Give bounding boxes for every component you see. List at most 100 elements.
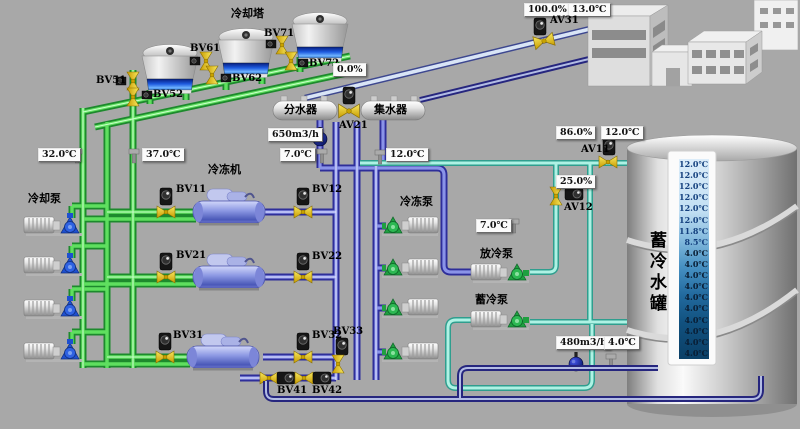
label-bv22: BV22: [312, 251, 343, 262]
label-av21: AV21: [339, 120, 368, 131]
actuator-bv32: [296, 332, 310, 351]
av31-open-pct: 100.0%: [524, 3, 571, 17]
header-return-temp: 12.0℃: [386, 148, 429, 162]
chilled-water-pipes: [240, 119, 474, 382]
label-bv72: BV72: [309, 58, 340, 69]
label-bv61: BV61: [190, 43, 221, 54]
label-av11: AV11: [581, 144, 610, 155]
tank-temp-row: 4.0℃: [684, 270, 708, 281]
actuator-bv61: [189, 56, 201, 66]
actuator-bv22: [296, 252, 310, 271]
valve-bv42[interactable]: [294, 371, 314, 385]
valve-bv62[interactable]: [205, 65, 219, 85]
tank-temp-row: 4.0℃: [684, 281, 708, 292]
tank-temp-row: 11.8℃: [679, 225, 709, 236]
tank-temp-row: 12.0℃: [679, 203, 709, 214]
actuator-bv52: [141, 90, 153, 100]
valve-av21[interactable]: [338, 103, 360, 119]
collector-vessel[interactable]: [360, 95, 426, 121]
label-bv12: BV12: [312, 184, 343, 195]
tank-loop-pipes: [360, 160, 656, 391]
valve-bv22[interactable]: [293, 270, 313, 284]
label-bv62: BV62: [232, 73, 263, 84]
distributor-label: 分水器: [284, 103, 317, 116]
chilled-pump-4[interactable]: [382, 343, 438, 362]
valve-bv51[interactable]: [126, 71, 140, 91]
chilled-pump-2[interactable]: [382, 259, 438, 278]
valve-av11[interactable]: [598, 155, 618, 169]
valve-bv52[interactable]: [126, 87, 140, 107]
discharge-pump[interactable]: [471, 264, 529, 283]
distributor-vessel[interactable]: [272, 95, 338, 121]
tank-temp-row: 4.0℃: [684, 314, 708, 325]
tank-name: 蓄冷水罐: [646, 231, 666, 315]
chilled-pump-3[interactable]: [382, 299, 438, 318]
tank-temp-row: 12.0℃: [679, 214, 709, 225]
chillers-label: 冷冻机: [208, 163, 241, 176]
tank-temp-row: 12.0℃: [679, 181, 709, 192]
label-bv41: BV41: [277, 385, 308, 396]
mid-supply-temp: 7.0℃: [476, 219, 512, 233]
av21-open-pct: 0.0%: [333, 63, 367, 77]
tank-temp-row: 4.0℃: [684, 336, 708, 347]
tank-temp-row: 4.0℃: [684, 325, 708, 336]
label-bv11: BV11: [176, 184, 207, 195]
tank-temp-row: 12.0℃: [679, 170, 709, 181]
actuator-bv62: [220, 73, 232, 83]
tank-temp-row: 8.5℃: [684, 236, 708, 247]
actuator-bv42: [312, 371, 332, 385]
cooling-supply-temp: 32.0℃: [38, 148, 81, 162]
city-supply-temp: 13.0℃: [568, 3, 611, 17]
tank-temp-row: 4.0℃: [684, 347, 708, 358]
label-bv33: BV33: [333, 326, 364, 337]
cooling-towers-label: 冷却塔: [231, 7, 264, 20]
label-bv42: BV42: [312, 385, 343, 396]
actuator-av31: [533, 17, 547, 36]
actuator-bv71: [265, 39, 277, 49]
tank-temp-row: 12.0℃: [679, 192, 709, 203]
tank-temp-row: 4.0℃: [684, 247, 708, 258]
label-bv71: BV71: [264, 28, 295, 39]
label-bv32: BV32: [312, 330, 343, 341]
storage-pump-label: 蓄冷泵: [475, 293, 508, 306]
header-flow: 650m3/h: [268, 128, 323, 142]
av11-open-pct: 86.0%: [556, 126, 597, 140]
label-av12: AV12: [564, 202, 593, 213]
av11-temp: 12.0℃: [601, 126, 644, 140]
tank-temperature-column: 12.0℃ 12.0℃ 12.0℃ 12.0℃ 12.0℃ 12.0℃ 11.8…: [679, 159, 709, 359]
storage-pump[interactable]: [471, 311, 529, 330]
actuator-av21: [342, 86, 356, 105]
chilled-pumps-label: 冷冻泵: [400, 195, 433, 208]
valve-bv32[interactable]: [293, 350, 313, 364]
label-bv52: BV52: [153, 89, 184, 100]
valve-bv72[interactable]: [284, 51, 298, 71]
tank-outlet-flow: 480m3/h: [556, 336, 611, 350]
tank-temp-row: 4.0℃: [684, 258, 708, 269]
actuator-bv41: [276, 371, 296, 385]
buildings: [587, 0, 799, 87]
cooling-pumps-label: 冷却泵: [28, 192, 61, 205]
cooling-tower-3[interactable]: [291, 12, 349, 62]
discharge-pump-label: 放冷泵: [480, 247, 513, 260]
av12-open-pct: 25.0%: [556, 175, 597, 189]
label-bv51: BV51: [96, 75, 127, 86]
header-supply-temp: 7.0℃: [280, 148, 316, 162]
actuator-bv12: [296, 187, 310, 206]
label-av31: AV31: [550, 15, 579, 26]
actuator-bv31: [158, 332, 172, 351]
tank-temp-row: 12.0℃: [679, 159, 709, 169]
valve-bv12[interactable]: [293, 205, 313, 219]
valve-av12[interactable]: [549, 186, 563, 206]
tank-temp-row: 4.0℃: [684, 292, 708, 303]
actuator-bv11: [159, 187, 173, 206]
tank-outlet-temp: 4.0℃: [604, 336, 640, 350]
actuator-av12: [564, 187, 584, 201]
label-bv21: BV21: [176, 250, 207, 261]
collector-label: 集水器: [374, 103, 407, 116]
cooling-return-temp: 37.0℃: [142, 148, 185, 162]
actuator-bv21: [159, 252, 173, 271]
chilled-pump-1[interactable]: [382, 217, 438, 236]
tank-temp-row: 4.0℃: [684, 303, 708, 314]
